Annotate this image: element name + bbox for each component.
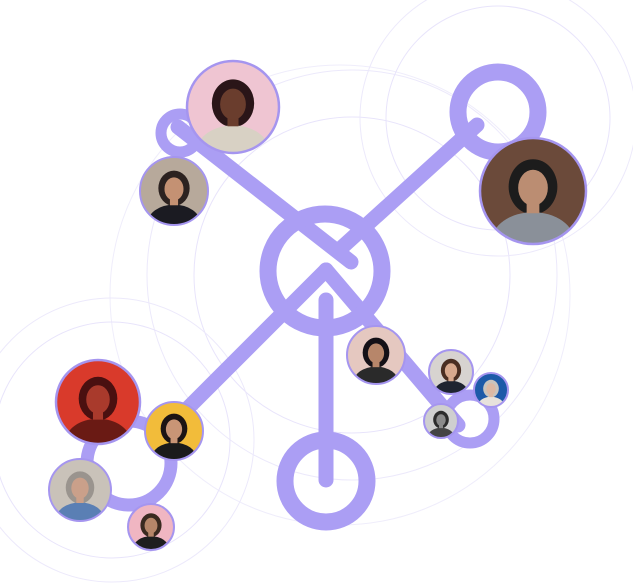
avatar-face bbox=[71, 477, 89, 499]
avatar-woman-gray-hair[interactable] bbox=[473, 372, 509, 416]
avatar-face bbox=[165, 419, 183, 440]
avatar-border bbox=[478, 136, 588, 246]
avatar-man-beard-pink-background[interactable] bbox=[127, 503, 175, 561]
avatar-shoulders bbox=[433, 380, 469, 394]
avatar-woman-yellow-background[interactable] bbox=[144, 401, 204, 474]
avatar-shoulders bbox=[151, 442, 197, 460]
avatar-face bbox=[86, 385, 110, 414]
node-ring-bottom bbox=[276, 431, 376, 531]
avatar-border bbox=[185, 59, 281, 155]
avatar-border bbox=[127, 503, 175, 551]
central-hub-ring bbox=[259, 205, 391, 337]
background-ring bbox=[193, 116, 511, 434]
avatar-border bbox=[139, 156, 209, 226]
background-ring bbox=[0, 321, 231, 559]
avatar-shoulders bbox=[147, 204, 201, 225]
background-ring bbox=[146, 69, 558, 481]
avatar-face bbox=[144, 517, 158, 534]
avatar-border bbox=[54, 358, 142, 446]
avatar-border bbox=[346, 325, 406, 385]
connector-line bbox=[158, 262, 334, 438]
avatar-border bbox=[473, 372, 509, 408]
avatar-older-woman-gray-hair[interactable] bbox=[48, 458, 112, 537]
avatar-woman-pink-hair[interactable] bbox=[185, 59, 281, 176]
avatar-face bbox=[444, 363, 458, 379]
avatar-man-glasses-cap[interactable] bbox=[478, 136, 588, 271]
connector-line bbox=[170, 119, 359, 270]
avatar-woman-smiling-dark-hair[interactable] bbox=[346, 325, 406, 398]
avatar-face bbox=[518, 169, 548, 206]
background-ring bbox=[359, 0, 633, 257]
avatar-shoulders bbox=[353, 366, 399, 384]
avatar-face bbox=[436, 414, 446, 426]
avatar-woman-curly-hair-bw[interactable] bbox=[423, 403, 459, 447]
avatar-shoulders bbox=[197, 125, 269, 153]
avatar-woman-brown-hair[interactable] bbox=[428, 349, 474, 405]
avatar-face bbox=[220, 88, 246, 120]
avatar-face bbox=[164, 177, 184, 201]
avatar-border bbox=[144, 401, 204, 461]
avatar-layer bbox=[48, 59, 588, 561]
avatar-shoulders bbox=[133, 536, 169, 550]
avatar-face bbox=[486, 383, 496, 395]
avatar-border bbox=[423, 403, 459, 439]
avatar-border bbox=[48, 458, 112, 522]
avatar-shoulders bbox=[65, 418, 131, 444]
node-rings bbox=[80, 63, 547, 531]
avatar-person-red-light[interactable] bbox=[54, 358, 142, 465]
background-ring bbox=[0, 297, 255, 583]
avatar-woman-long-dark-hair[interactable] bbox=[139, 156, 209, 242]
avatar-face bbox=[367, 343, 385, 364]
avatar-shoulders bbox=[55, 502, 105, 521]
avatar-border bbox=[428, 349, 474, 395]
avatar-shoulders bbox=[491, 212, 575, 244]
